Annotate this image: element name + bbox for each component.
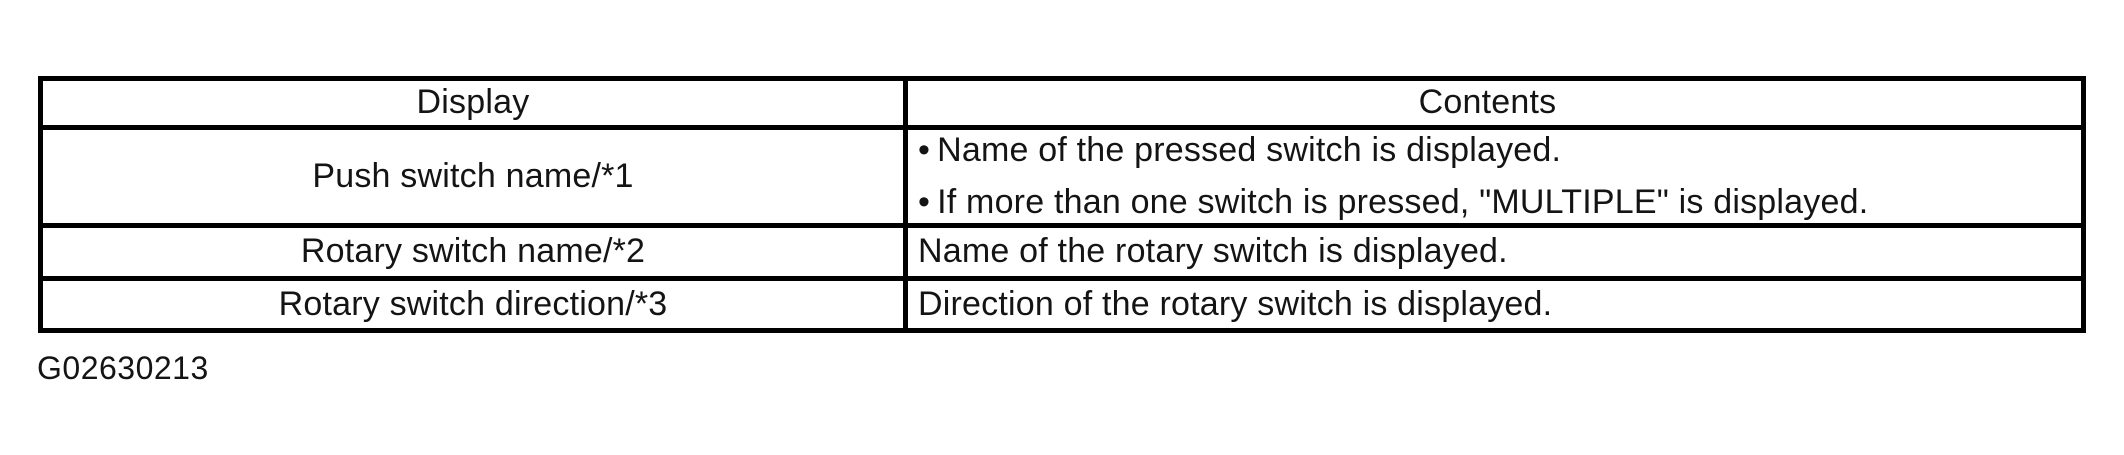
display-contents-table: Display Contents Push switch name/*1 • N… — [38, 76, 2086, 333]
table-cell-rotary-switch-name: Rotary switch name/*2 — [43, 228, 908, 281]
table-cell-push-switch-contents: • Name of the pressed switch is displaye… — [908, 130, 2081, 228]
table-cell-rotary-direction-name: Rotary switch direction/*3 — [43, 281, 908, 328]
table-cell-push-switch-name: Push switch name/*1 — [43, 130, 908, 228]
bullet-text: Name of the pressed switch is displayed. — [937, 131, 1562, 170]
bullet-line: • Name of the pressed switch is displaye… — [918, 131, 2067, 170]
bullet-icon: • — [918, 131, 931, 170]
table-cell-rotary-switch-contents: Name of the rotary switch is displayed. — [908, 228, 2081, 281]
table-header-contents: Contents — [908, 81, 2081, 130]
bullet-text: If more than one switch is pressed, "MUL… — [937, 182, 1869, 221]
bullet-line: • If more than one switch is pressed, "M… — [918, 182, 2067, 221]
table-header-display: Display — [43, 81, 908, 130]
bullet-icon: • — [918, 182, 931, 221]
figure-id-label: G02630213 — [37, 350, 209, 386]
table-cell-rotary-direction-contents: Direction of the rotary switch is displa… — [918, 284, 1553, 323]
